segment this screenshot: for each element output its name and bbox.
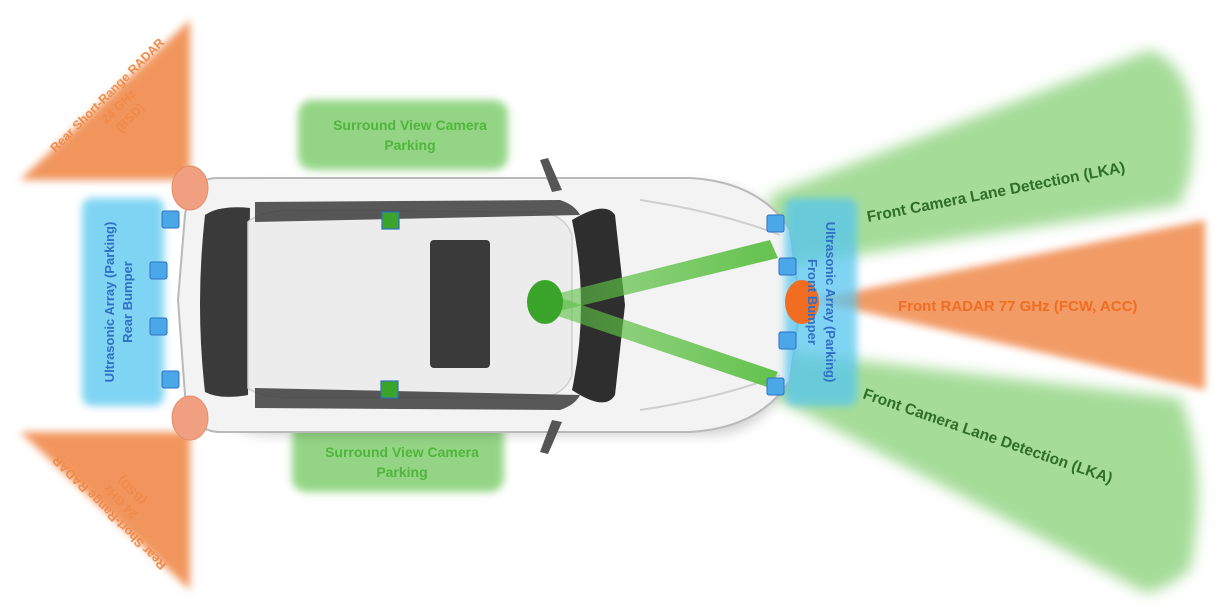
rear-radar-sensor-bottom — [171, 395, 209, 441]
mirror-left — [540, 158, 562, 192]
front-radar-sensor — [785, 280, 819, 324]
rear-radar-zone-top — [20, 20, 190, 180]
surround-label-top: Surround View Camera Parking — [333, 117, 487, 153]
surround-label-bottom: Surround View Camera Parking — [325, 444, 479, 480]
rear-radar-zone-bottom — [20, 432, 190, 590]
surround-camera-sensor-bottom — [380, 380, 399, 399]
rear-ultrasonic-sensors — [149, 210, 180, 389]
camera-beam-bottom — [540, 296, 778, 388]
front-ultrasonic-label-line1: Ultrasonic Array (Parking) — [823, 222, 838, 383]
front-radar-beam — [812, 220, 1205, 390]
mirror-right — [540, 420, 562, 454]
front-camera-cone-top — [770, 50, 1194, 268]
rear-radar-sensor-top — [171, 165, 209, 211]
rear-ultrasonic-label: Ultrasonic Array (Parking) Rear Bumper — [102, 222, 135, 383]
surround-label-bottom-line1: Surround View Camera — [325, 444, 479, 460]
front-ultrasonic-label: Ultrasonic Array (Parking) Front Bumper — [805, 222, 838, 383]
ultrasonic-sensor — [766, 377, 785, 396]
rear-ultrasonic-label-line2: Rear Bumper — [120, 261, 135, 343]
surround-label-top-line2: Parking — [384, 137, 435, 153]
surround-camera-sensor-top — [381, 211, 400, 230]
front-camera-sensor — [527, 280, 563, 324]
surround-label-bottom-line2: Parking — [376, 464, 427, 480]
surround-label-top-line1: Surround View Camera — [333, 117, 487, 133]
side-windows-top — [255, 200, 580, 222]
windshield — [572, 208, 625, 403]
surround-camera-zone-top — [298, 100, 508, 170]
car-top-view — [176, 158, 802, 454]
car-roof — [247, 209, 573, 399]
camera-beam-top — [540, 240, 778, 312]
front-radar-label: Front RADAR 77 GHz (FCW, ACC) — [898, 298, 1137, 315]
ultrasonic-sensor — [778, 331, 797, 350]
ultrasonic-sensor — [161, 210, 180, 229]
front-ultrasonic-zone — [785, 198, 857, 406]
side-windows-bottom — [255, 388, 580, 410]
surround-camera-zone-bottom — [292, 422, 504, 492]
front-camera-cone-bottom — [770, 350, 1198, 593]
ultrasonic-sensor — [766, 214, 785, 233]
sunroof — [430, 240, 490, 368]
rear-window — [200, 207, 250, 397]
ultrasonic-sensor — [149, 261, 168, 280]
front-ultrasonic-sensors — [766, 214, 797, 396]
front-ultrasonic-label-line2: Front Bumper — [805, 259, 820, 345]
rear-ultrasonic-zone — [82, 198, 164, 406]
rear-ultrasonic-label-line1: Ultrasonic Array (Parking) — [102, 222, 117, 383]
ultrasonic-sensor — [778, 257, 797, 276]
ultrasonic-sensor — [161, 370, 180, 389]
ultrasonic-sensor — [149, 317, 168, 336]
